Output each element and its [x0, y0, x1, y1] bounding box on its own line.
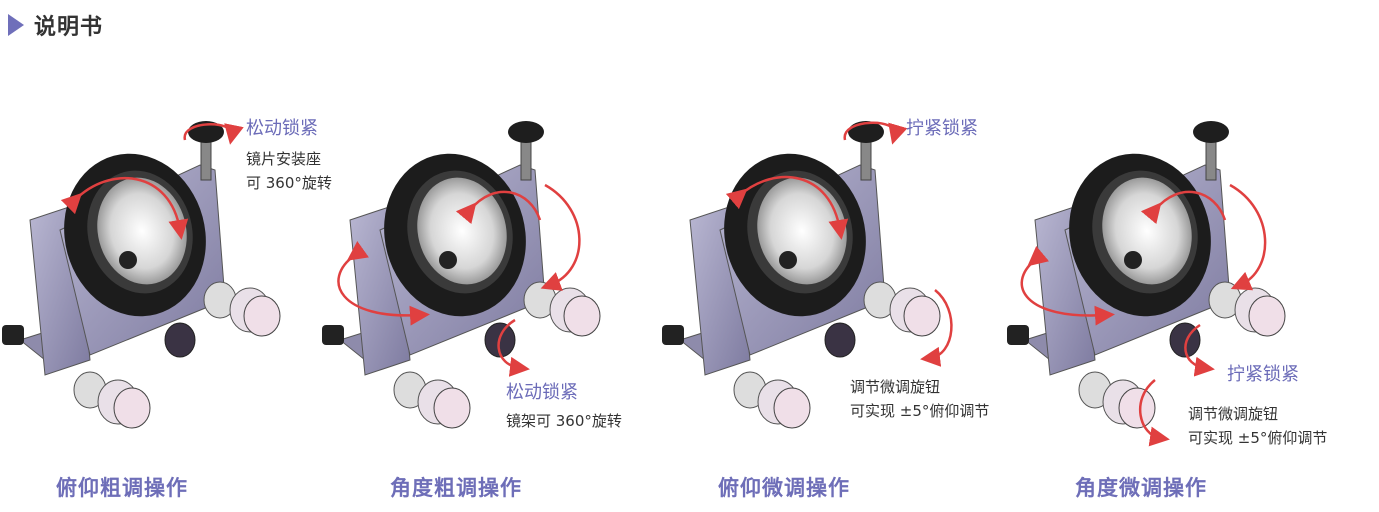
rotation-arrow-icon: [1140, 190, 1227, 225]
desc-line-1: 调节微调旋钮: [1188, 405, 1279, 423]
desc-line-2: 可 360°旋转: [246, 174, 332, 192]
triangle-bullet-icon: [8, 14, 24, 36]
knob-rotation-arrow-icon: [497, 318, 530, 377]
rotation-arrow-icon: [60, 176, 189, 240]
frame-rotation-arrow-icon: [1229, 183, 1267, 291]
desc-line-1: 镜架可 360°旋转: [506, 412, 622, 430]
base-rotation-arrow-icon: [337, 241, 430, 326]
mount-illustration: [661, 120, 953, 429]
rotation-arrow-icon: [455, 190, 542, 225]
lock-label: 松动锁紧: [246, 118, 318, 139]
section-title: 说明书: [34, 15, 104, 40]
knob-rotation-arrow-icon: [1184, 323, 1215, 377]
desc-line-2: 可实现 ±5°俯仰调节: [850, 402, 990, 420]
lock-label: 拧紧锁紧: [1227, 364, 1299, 385]
desc-line-2: 可实现 ±5°俯仰调节: [1188, 429, 1328, 447]
desc-line-1: 镜片安装座: [246, 150, 322, 168]
mount-illustration: [321, 120, 601, 429]
desc-line-1: 调节微调旋钮: [850, 378, 941, 396]
fine-knob-arrow-icon: [920, 289, 953, 367]
mount-illustration: [1, 120, 281, 429]
panel-caption: 俯仰粗调操作: [56, 476, 188, 500]
mount-illustration: [1006, 120, 1286, 447]
lock-label: 松动锁紧: [506, 382, 578, 403]
knob-rotation-arrow-icon: [183, 123, 244, 145]
panel-pitch-fine: 拧紧锁紧 调节微调旋钮 可实现 ±5°俯仰调节 俯仰微调操作: [660, 60, 1005, 512]
knob-rotation-arrow-icon: [843, 121, 908, 145]
panel-caption: 角度粗调操作: [390, 476, 522, 500]
lock-label: 拧紧锁紧: [906, 118, 978, 139]
base-rotation-arrow-icon: [1020, 245, 1115, 326]
panel-pitch-coarse: 松动锁紧 镜片安装座 可 360°旋转 俯仰粗调操作: [0, 60, 345, 512]
section-header: 说明书: [8, 10, 103, 40]
fine-knob-arrow-icon: [1138, 379, 1170, 447]
panel-angle-fine: 拧紧锁紧 调节微调旋钮 可实现 ±5°俯仰调节 角度微调操作: [1005, 60, 1350, 512]
panel-caption: 角度微调操作: [1075, 476, 1207, 500]
panel-angle-coarse: 松动锁紧 镜架可 360°旋转 角度粗调操作: [320, 60, 665, 512]
rotation-arrow-icon: [725, 175, 849, 240]
panel-caption: 俯仰微调操作: [718, 476, 850, 500]
frame-rotation-arrow-icon: [540, 183, 581, 291]
